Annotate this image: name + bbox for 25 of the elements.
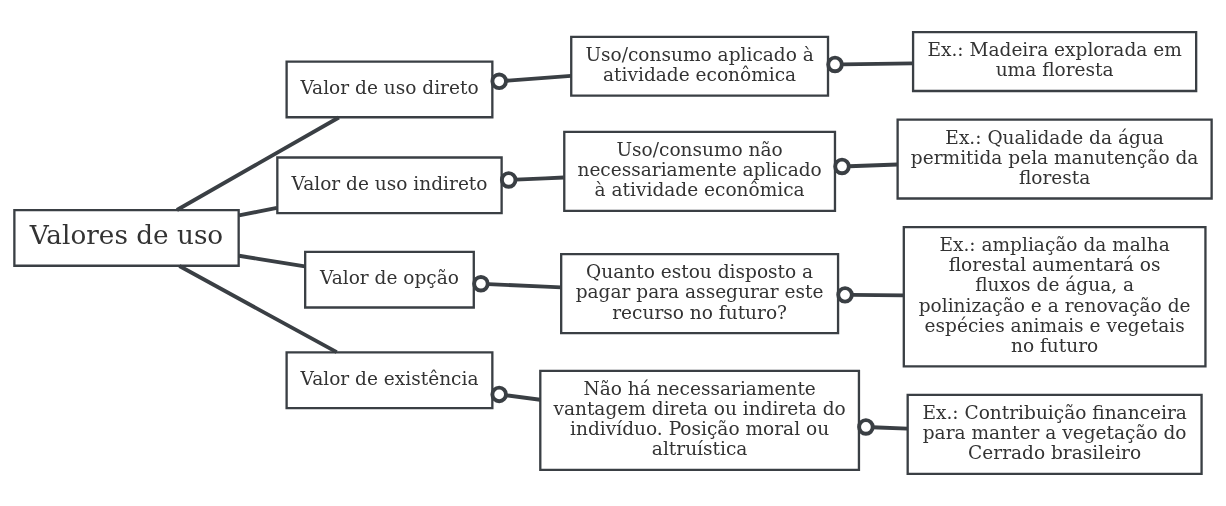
connector xyxy=(499,171,564,189)
node-box: Quanto estou disposto a pagar para assegurar este recurso no futuro? xyxy=(560,253,840,335)
connector xyxy=(857,418,908,436)
connector xyxy=(178,264,338,354)
node-box: Valor de existência xyxy=(285,351,494,410)
connector xyxy=(490,385,541,404)
node-box: Uso/consumo aplicado à atividade econômica xyxy=(570,35,830,97)
node-box: Valor de uso indireto xyxy=(276,156,503,215)
node-box: Ex.: Qualidade da água permitida pela manutenção da floresta xyxy=(896,118,1213,200)
node-box: Uso/consumo não necessariamente aplicado à atividade econômica xyxy=(563,130,837,212)
node-box: Valor de opção xyxy=(304,250,475,309)
connector xyxy=(238,205,278,218)
connector xyxy=(472,275,562,293)
connector xyxy=(490,72,572,90)
node-box: Valores de uso xyxy=(13,208,240,267)
node-box: Ex.: ampliação da malha florestal aumentará os fluxos de água, a polinização e a renovação de espécies animais e vegetais no futuro xyxy=(902,225,1207,368)
node-box: Não há necessariamente vantagem direta ou indireta do indivíduo. Posição moral ou altruística xyxy=(539,369,861,472)
node-box: Ex.: Madeira explorada em uma floresta xyxy=(911,31,1198,93)
connector xyxy=(826,55,913,74)
connector xyxy=(833,157,898,176)
connector xyxy=(836,286,904,304)
node-box: Valor de uso direto xyxy=(285,60,494,119)
connector xyxy=(238,253,306,269)
connector xyxy=(175,115,340,212)
node-box: Ex.: Contribuição financeira para manter a vegetação do Cerrado brasileiro xyxy=(906,393,1203,475)
